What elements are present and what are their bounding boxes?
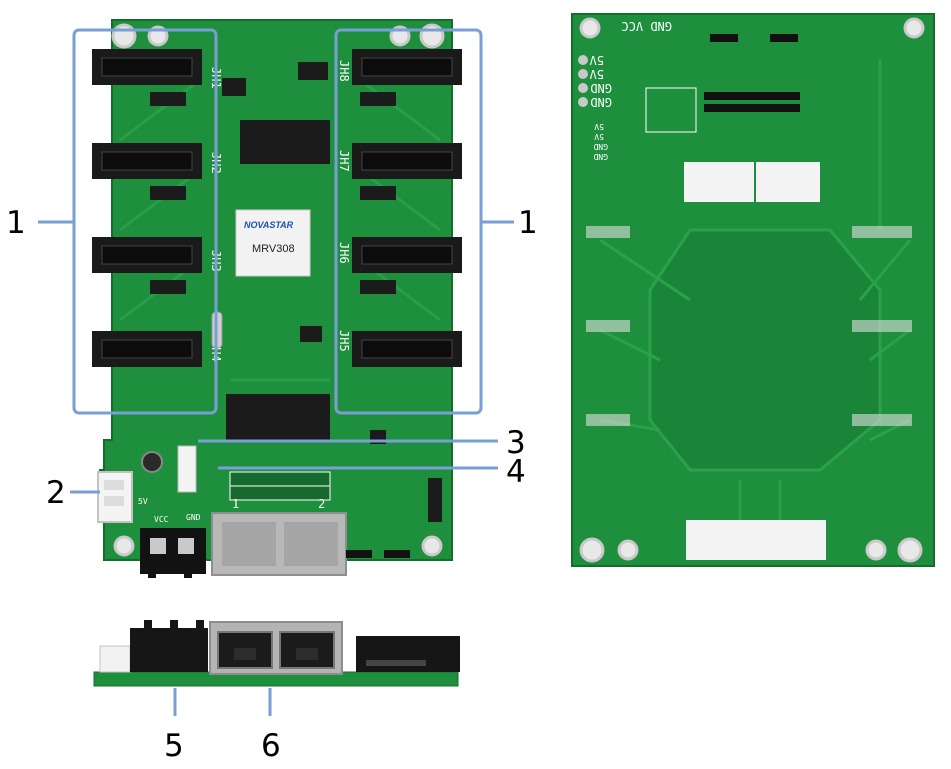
- side-power-connector: [99, 645, 131, 673]
- top-chip: [240, 120, 330, 164]
- pin-header-row: [229, 471, 331, 501]
- callout-1-right: 1: [518, 205, 538, 241]
- back-silk-box-2: [756, 162, 820, 202]
- terminal-gnd-label: GND: [186, 513, 201, 522]
- terminal-vcc-label: VCC: [154, 515, 169, 524]
- back-mounting-holes: [579, 17, 925, 563]
- back-board: GND VCC 5V 5V GND GND 5V 5V GND GND: [571, 13, 935, 567]
- side-view-board: [93, 620, 460, 687]
- left-header-column: JH1 JH2 JH3 JH4: [92, 49, 223, 367]
- back-traces: [648, 228, 882, 472]
- small-ics: [150, 62, 396, 444]
- front-screw-terminal: VCC GND: [140, 513, 206, 578]
- header-label: JH5: [337, 330, 351, 352]
- header-label: JH6: [337, 242, 351, 264]
- callout-3: 3: [506, 425, 526, 461]
- header-label: JH8: [337, 60, 351, 82]
- back-side-pads: [586, 226, 912, 426]
- back-top-label: GND VCC: [621, 19, 672, 33]
- header-jh6: JH6: [337, 237, 462, 273]
- header-jh3: JH3: [92, 237, 223, 273]
- side-idc-header: [356, 636, 460, 672]
- callout-6: 6: [261, 728, 281, 764]
- back-pin-small-3: GND: [593, 142, 608, 151]
- back-label-block: [645, 87, 697, 133]
- callout-2: 2: [46, 475, 66, 511]
- port-1-label: 1: [232, 497, 239, 511]
- side-header: [428, 478, 442, 522]
- back-trace-lines: [599, 60, 912, 520]
- back-silk-box-1: [684, 162, 754, 202]
- header-jh4: JH4: [92, 331, 223, 367]
- front-power-connector: 5V: [97, 471, 148, 523]
- callout-4: 4: [506, 454, 526, 490]
- header-jh1: JH1: [92, 49, 223, 89]
- side-screw-terminal: [130, 620, 208, 672]
- back-pin-4: GND: [590, 95, 612, 109]
- back-pin-1: 5V: [590, 53, 604, 67]
- back-pad-rows: [704, 34, 800, 112]
- port-2-label: 2: [318, 497, 325, 511]
- chip-model: MRV308: [252, 243, 295, 255]
- back-pin-3: GND: [590, 81, 612, 95]
- back-power-pads: [578, 55, 588, 107]
- front-ethernet: [211, 512, 347, 576]
- back-pin-small-4: GND: [593, 152, 608, 161]
- power-5v-label: 5V: [138, 497, 148, 506]
- wide-chip: [226, 394, 330, 442]
- back-pin-small-2: 5V: [594, 132, 604, 141]
- right-header-column: JH8 JH7 JH6 JH5: [337, 49, 462, 367]
- header-jh7: JH7: [337, 143, 462, 179]
- brand-logo: NOVASTAR: [244, 220, 294, 230]
- side-idc-pins: [366, 660, 426, 666]
- back-pin-small-1: 5V: [594, 122, 604, 131]
- header-jh5: JH5: [337, 330, 462, 367]
- capacitor: [141, 451, 163, 473]
- main-chip: NOVASTAR MRV308: [235, 209, 311, 277]
- header-jh2: JH2: [92, 143, 223, 179]
- callout-leaders: [38, 220, 514, 716]
- back-silk-box-3: [686, 520, 826, 560]
- side-ethernet: [209, 621, 343, 675]
- front-board: JH1 JH2 JH3 JH4 JH8: [92, 19, 462, 578]
- callout-5: 5: [164, 728, 184, 764]
- small-pads: [346, 550, 410, 558]
- back-pin-2: 5V: [590, 67, 604, 81]
- header-jh8: JH8: [337, 49, 462, 85]
- header-label: JH7: [337, 150, 351, 172]
- small-white-connector: [177, 445, 197, 493]
- callout-1-left: 1: [6, 205, 26, 241]
